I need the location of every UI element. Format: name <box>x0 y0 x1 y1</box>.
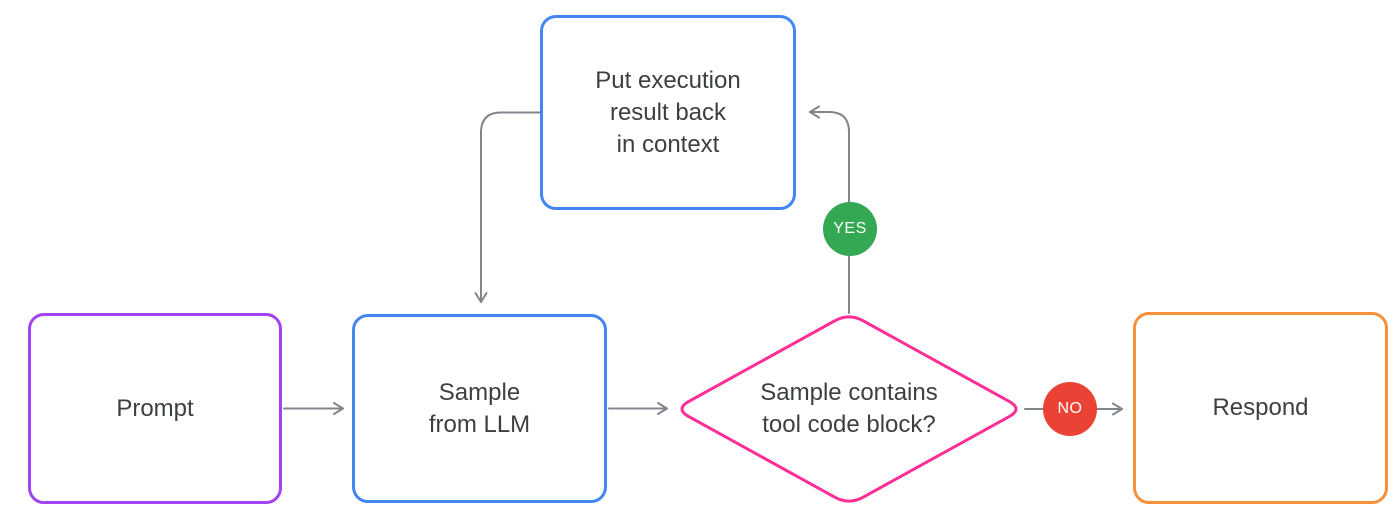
node-put-execution-result: Put execution result back in context <box>540 15 796 210</box>
node-sample-from-llm-label: Sample from LLM <box>428 378 531 438</box>
node-respond: Respond <box>1133 312 1388 504</box>
node-respond-label: Respond <box>1212 394 1309 421</box>
node-sample-from-llm: Sample from LLM <box>352 314 607 503</box>
branch-badge-no: NO <box>1043 382 1097 436</box>
node-put-execution-result-label: Put execution result back in context <box>595 66 741 158</box>
edge-decision-yes-to-put-execution <box>809 105 850 314</box>
node-prompt: Prompt <box>28 313 282 504</box>
edge-put-execution-to-sample <box>474 111 541 303</box>
node-prompt-label: Prompt <box>116 394 194 422</box>
node-decision-diamond <box>680 315 1018 503</box>
branch-badge-yes: YES <box>823 202 877 256</box>
branch-badge-no-label: NO <box>1057 400 1083 417</box>
branch-badge-yes-label: YES <box>833 220 867 237</box>
